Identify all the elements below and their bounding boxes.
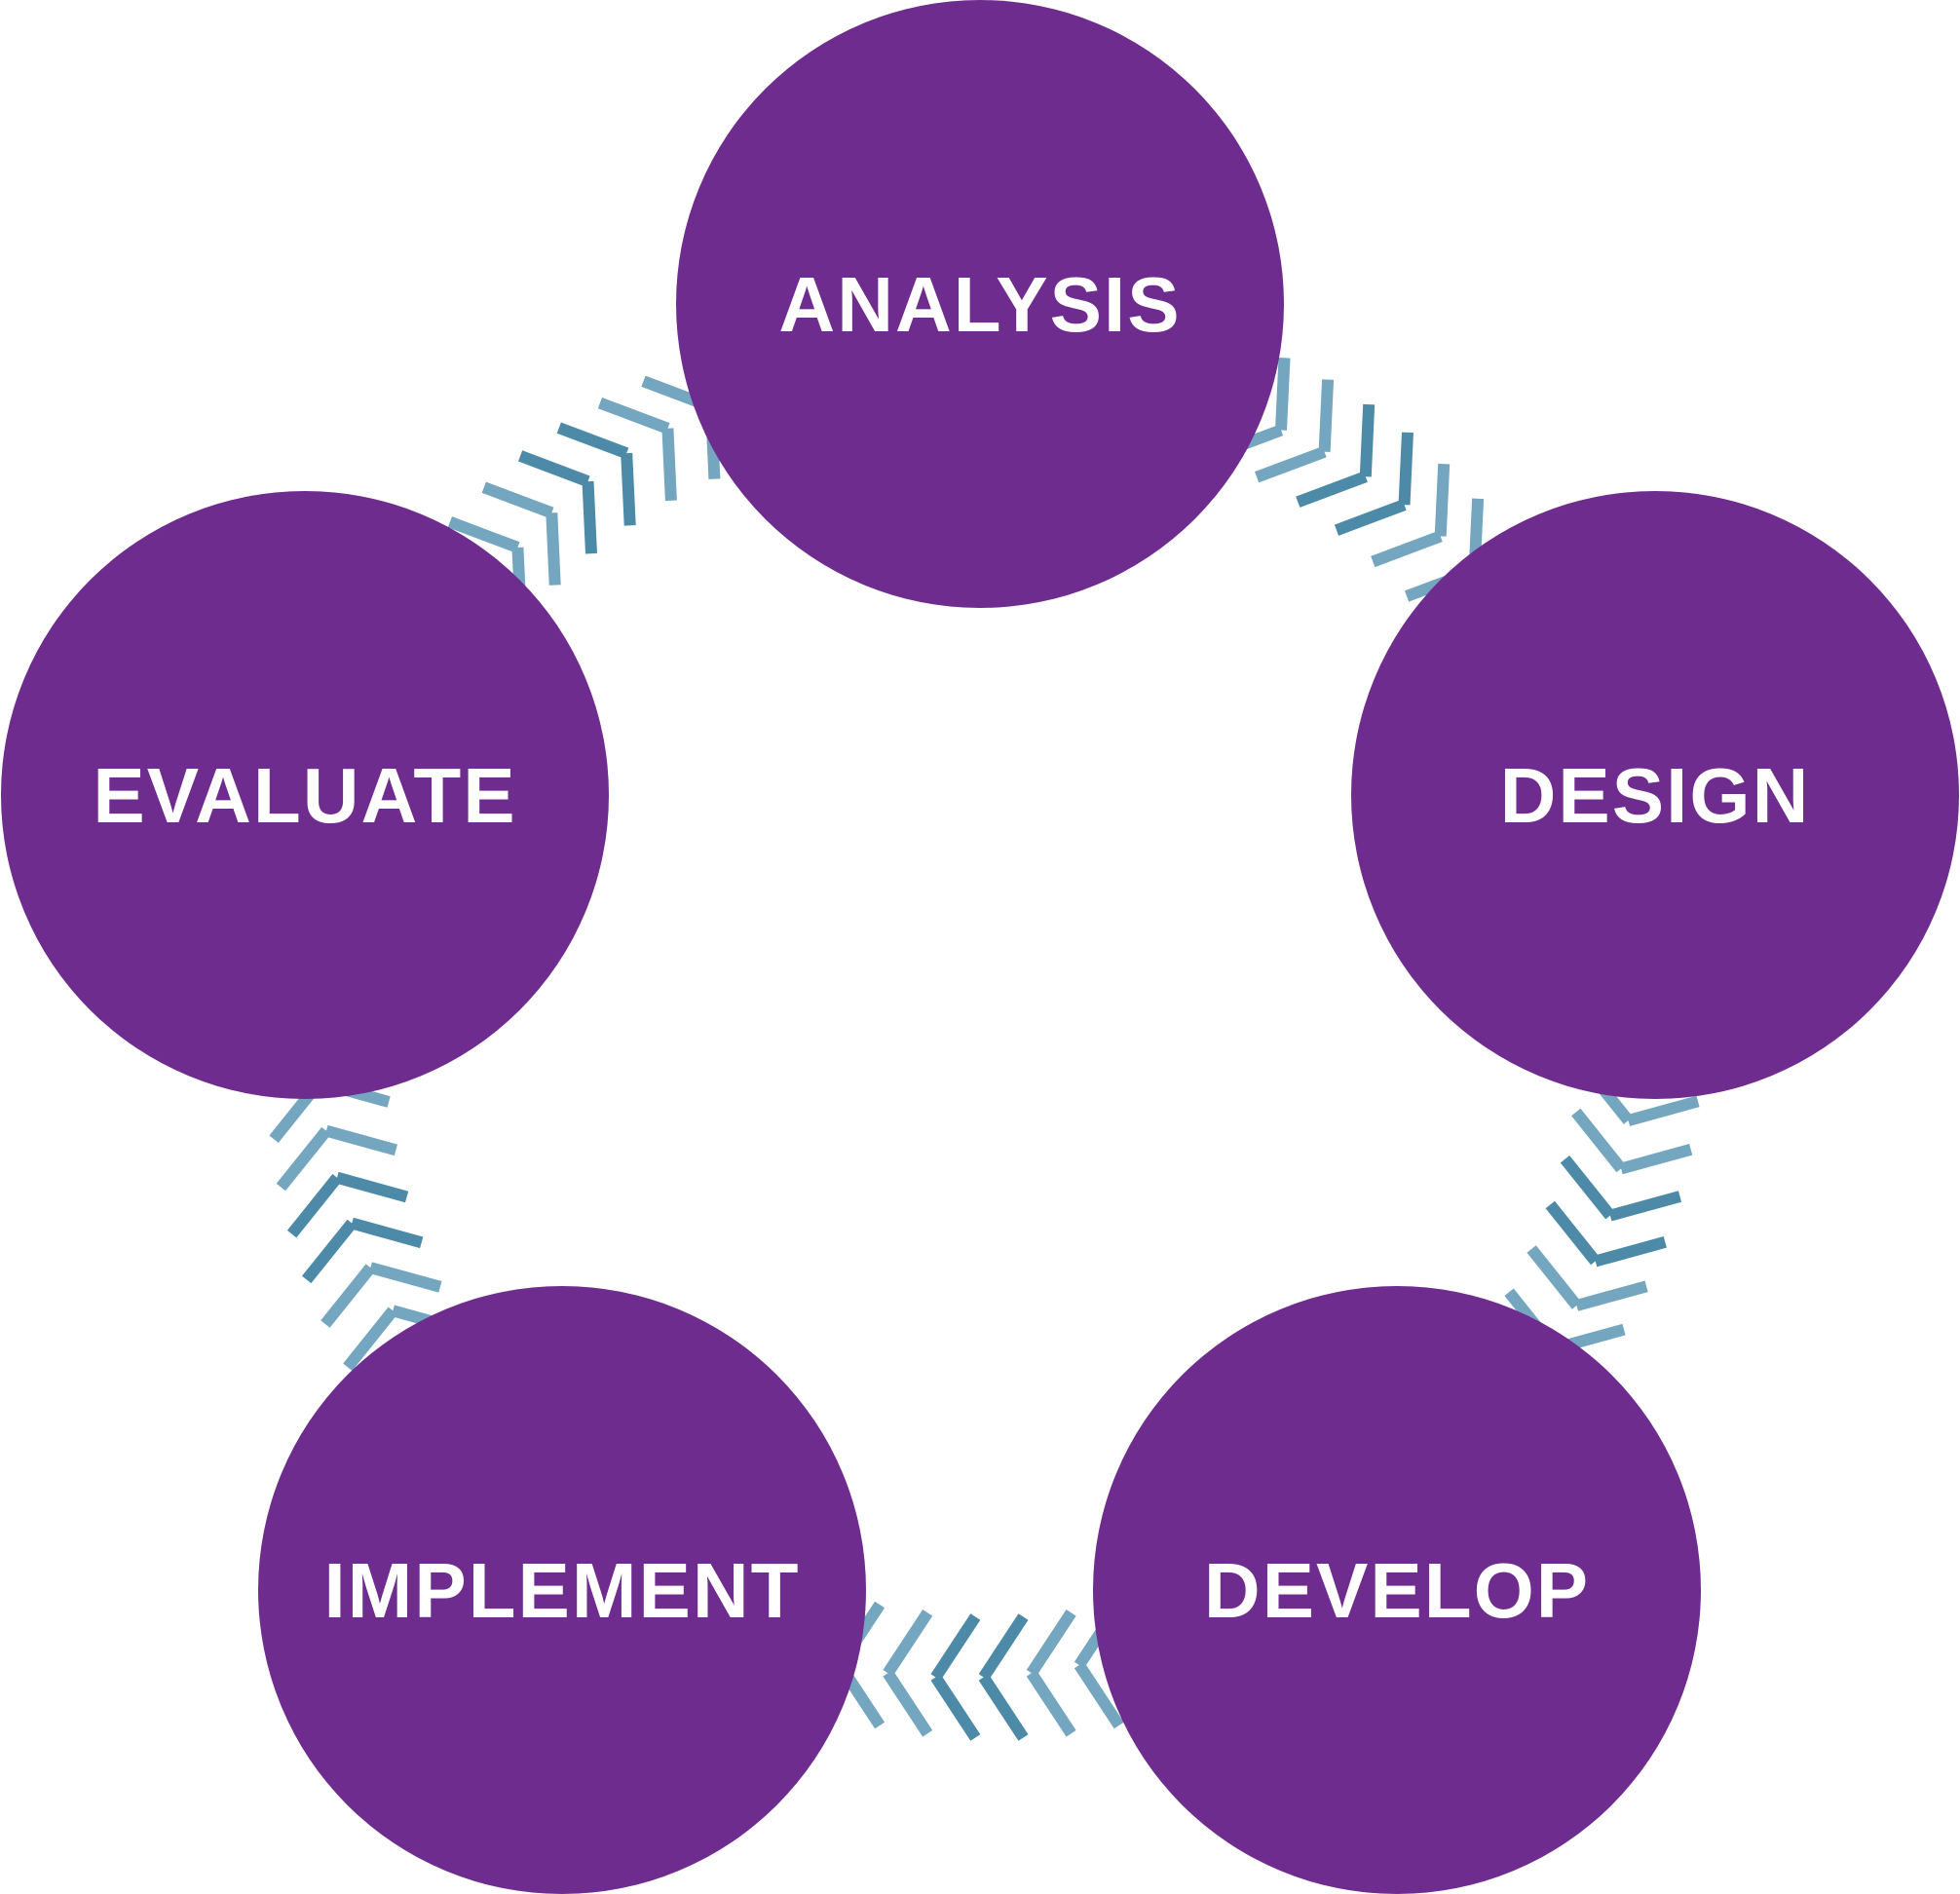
stage-label-evaluate: EVALUATE <box>93 752 516 839</box>
chevron-arrow-icon <box>1254 379 1335 483</box>
stage-label-develop: DEVELOP <box>1204 1547 1590 1634</box>
stage-circle-analysis <box>676 0 1284 608</box>
chevron-arrow-icon <box>597 397 677 502</box>
chevron-arrow-icon <box>1545 1200 1667 1268</box>
chevron-arrow-icon <box>1334 432 1413 536</box>
chevron-arrow-icon <box>1371 463 1451 568</box>
stage-label-implement: IMPLEMENT <box>323 1547 800 1634</box>
chevron-arrow-icon <box>883 1610 933 1737</box>
chevron-arrow-icon <box>481 481 561 586</box>
chevron-arrow-icon <box>320 1262 442 1328</box>
chevron-arrow-icon <box>1560 1155 1682 1222</box>
chevron-arrow-icon <box>556 422 636 526</box>
chevron-arrow-icon <box>978 1613 1029 1741</box>
stage-analysis: ANALYSIS <box>676 0 1284 608</box>
chevron-arrow-icon <box>1571 1108 1693 1175</box>
chevron-arrow-icon <box>276 1124 398 1192</box>
stage-circle-implement <box>258 1286 866 1894</box>
stage-circle-evaluate <box>1 491 609 1099</box>
chevron-arrow-icon <box>1026 1610 1076 1737</box>
stage-circle-design <box>1351 491 1959 1099</box>
stage-label-design: DESIGN <box>1500 752 1811 839</box>
chevron-arrow-icon <box>930 1613 981 1741</box>
chevron-arrow-icon <box>1527 1245 1648 1311</box>
stage-circle-develop <box>1093 1286 1701 1894</box>
stage-develop: DEVELOP <box>1093 1286 1701 1894</box>
stage-evaluate: EVALUATE <box>1 491 609 1099</box>
chevron-arrow-icon <box>1296 403 1376 508</box>
stage-implement: IMPLEMENT <box>258 1286 866 1894</box>
chevron-arrow-icon <box>517 450 597 554</box>
chevron-arrow-icon <box>302 1217 424 1284</box>
stage-label-analysis: ANALYSIS <box>778 261 1181 348</box>
stage-design: DESIGN <box>1351 491 1959 1099</box>
chevron-arrow-icon <box>286 1171 409 1238</box>
